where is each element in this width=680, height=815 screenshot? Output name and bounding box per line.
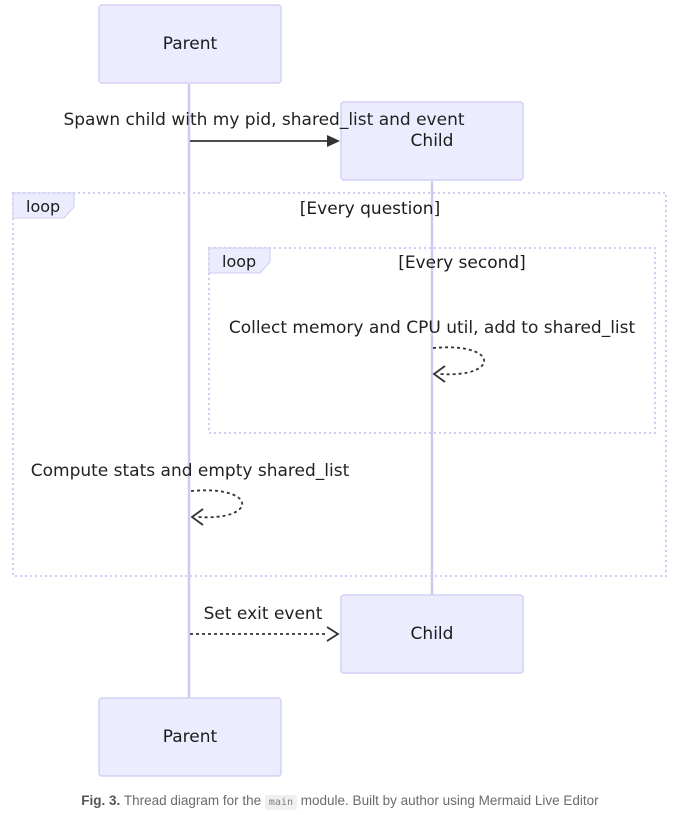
dotted-arrow-head-icon	[326, 626, 340, 642]
child-actor-bottom-label: Child	[411, 624, 454, 644]
outer-loop-tab	[12, 192, 75, 219]
child-actor-top-label: Child	[411, 131, 454, 151]
self-arrow-head-icon	[432, 365, 446, 383]
inner-loop-condition: [Every second]	[398, 253, 526, 273]
inner-loop-frame: loop [Every second]	[208, 247, 656, 434]
message-set-exit-event: Set exit event	[190, 604, 340, 642]
message-compute-stats-label: Compute stats and empty shared_list	[31, 461, 350, 481]
parent-actor-top-label: Parent	[163, 34, 218, 54]
caption-text-after: module. Built by author using Mermaid Li…	[300, 793, 599, 808]
figure-caption: Fig. 3. Thread diagram for the main modu…	[0, 793, 680, 810]
outer-loop-frame: loop [Every question]	[12, 192, 667, 577]
message-spawn-child-label: Spawn child with my pid, shared_list and…	[63, 110, 464, 130]
parent-actor-bottom-label: Parent	[163, 727, 218, 747]
message-spawn-child: Spawn child with my pid, shared_list and…	[63, 110, 465, 147]
outer-loop-condition: [Every question]	[300, 199, 440, 219]
caption-code: main	[264, 795, 298, 810]
outer-loop-keyword: loop	[26, 197, 60, 216]
child-actor-top: Child	[340, 101, 524, 181]
self-arrow-head-icon	[190, 508, 204, 526]
message-collect-util-label: Collect memory and CPU util, add to shar…	[229, 318, 636, 338]
message-compute-stats: Compute stats and empty shared_list	[31, 461, 350, 526]
parent-actor-top: Parent	[98, 4, 282, 84]
inner-loop-tab	[208, 247, 271, 274]
message-set-exit-event-label: Set exit event	[204, 604, 323, 624]
message-collect-util: Collect memory and CPU util, add to shar…	[229, 318, 636, 383]
inner-loop-keyword: loop	[222, 252, 256, 271]
caption-label: Fig. 3.	[81, 793, 121, 808]
child-actor-bottom: Child	[340, 594, 524, 674]
arrow-head-icon	[327, 135, 340, 147]
caption-text-before: Thread diagram for the	[123, 793, 262, 808]
parent-actor-bottom: Parent	[98, 697, 282, 777]
